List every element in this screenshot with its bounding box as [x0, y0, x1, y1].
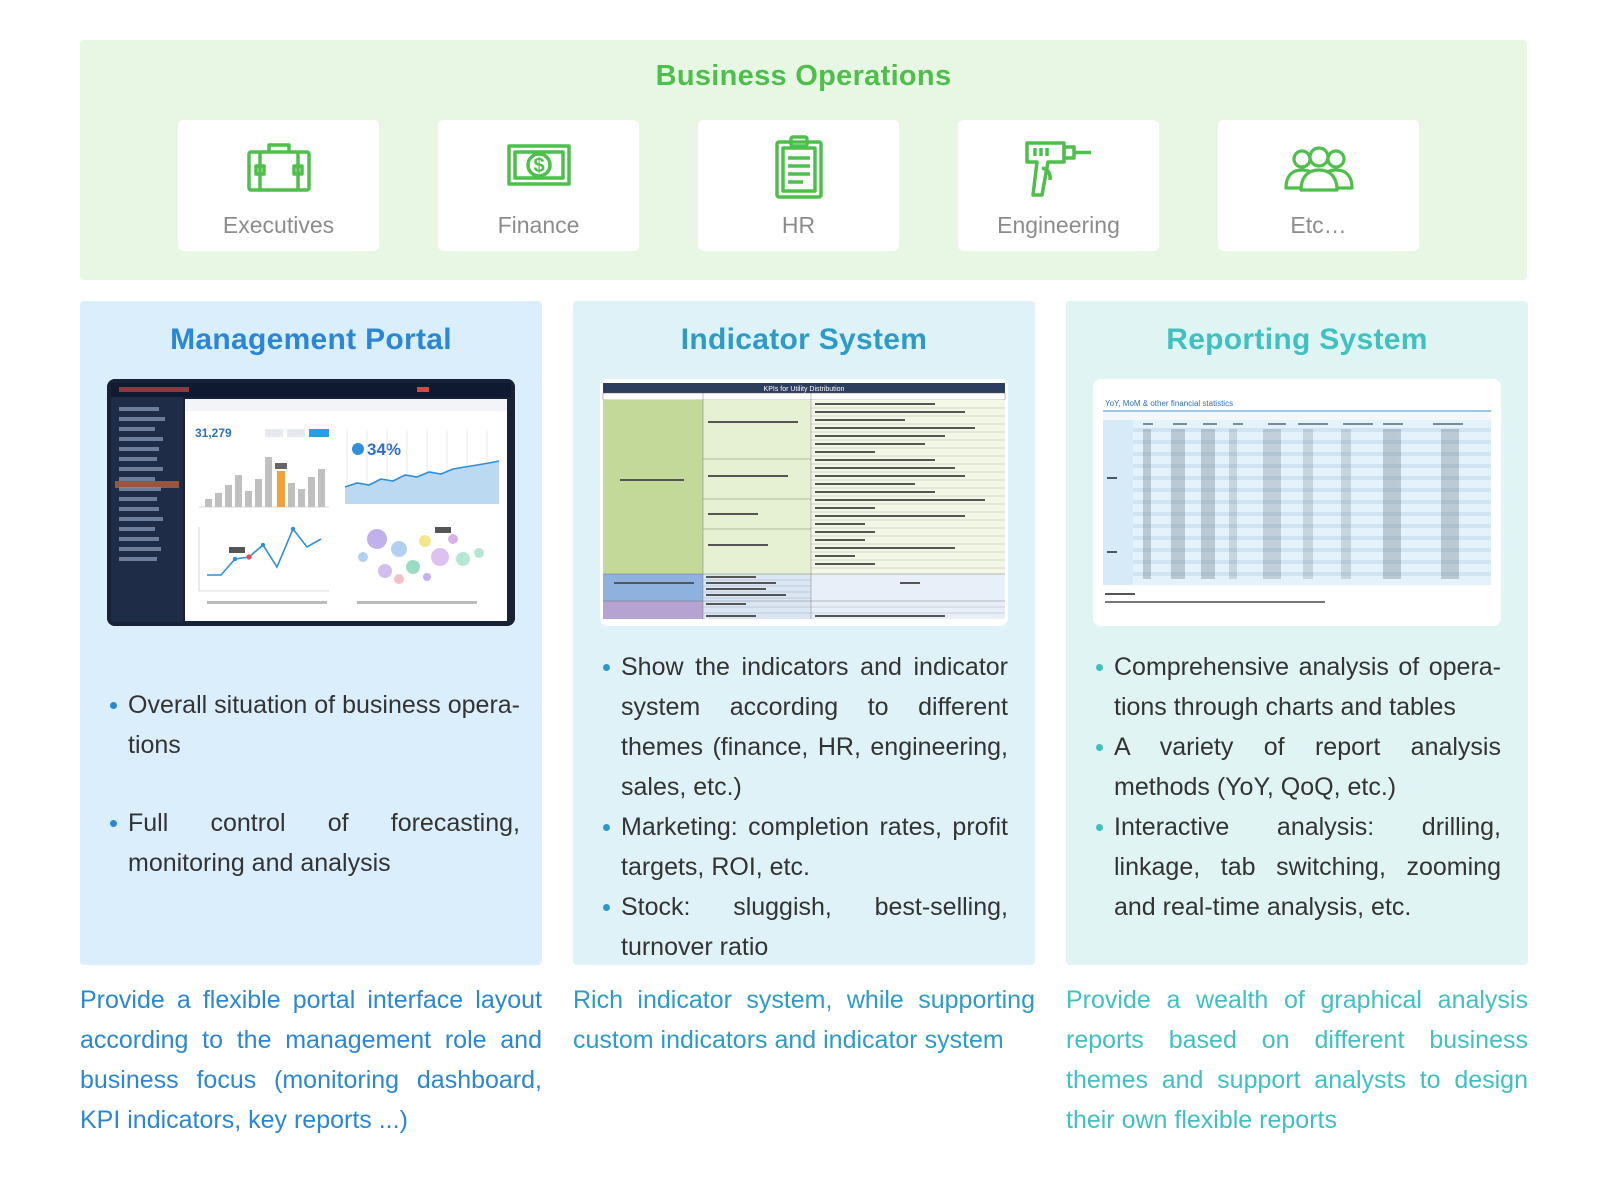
- role-label-etc: Etc…: [1290, 212, 1347, 238]
- indicator-system-title: Indicator System: [680, 323, 928, 356]
- reporting-system-panel: Reporting System YoY, MoM & other financ…: [1066, 301, 1528, 965]
- reporting-system-bullet-3: Interactive analysis: drilling, linkage,…: [1096, 807, 1501, 927]
- management-portal-bullet-2: Full control of forecasting, monitoring …: [110, 803, 520, 883]
- management-portal-title: Management Portal: [170, 323, 452, 356]
- role-card-executives: Executives: [178, 120, 379, 251]
- management-portal-caption: Provide a flexible portal interface layo…: [80, 986, 542, 1134]
- indicator-system-bullet-3: Stock: sluggish, best-selling, turnover …: [603, 887, 1008, 967]
- report-table-thumbnail: YoY, MoM & other financial statistics: [1093, 379, 1501, 626]
- management-portal-panel: Management Portal: [80, 301, 542, 965]
- thumb-kpi-percent: 34%: [367, 440, 401, 459]
- role-card-finance: $ Finance: [438, 120, 639, 251]
- reporting-system-bullet-1: Comprehensive analysis of opera-tions th…: [1096, 647, 1501, 727]
- report-table-title: YoY, MoM & other financial statistics: [1105, 399, 1233, 408]
- reporting-system-bullet-2: A variety of report analysis methods (Yo…: [1096, 727, 1501, 807]
- kpi-table-image: KPIs for Utility Distribution: [602, 383, 1006, 619]
- report-table-image: YoY, MoM & other financial statistics: [1093, 379, 1501, 626]
- dashboard-screenshot-image: 31,279 34%: [107, 379, 515, 626]
- clipboard-icon: [774, 135, 823, 199]
- drill-icon: [1024, 141, 1091, 197]
- thumb-kpi-value: 31,279: [195, 426, 232, 440]
- kpi-table-thumbnail: KPIs for Utility Distribution: [600, 379, 1008, 626]
- role-label-executives: Executives: [222, 212, 335, 238]
- kpi-table-title: KPIs for Utility Distribution: [764, 386, 845, 393]
- briefcase-icon: [246, 143, 311, 192]
- dashboard-screenshot-thumbnail: 31,279 34%: [107, 379, 515, 626]
- reporting-system-caption: Provide a wealth of graphical analysis r…: [1066, 986, 1528, 1134]
- role-card-etc: Etc…: [1218, 120, 1419, 251]
- people-group-icon: [1283, 146, 1354, 192]
- role-label-hr: HR: [781, 212, 816, 238]
- indicator-system-panel: Indicator System KPIs for Utility Distri…: [573, 301, 1035, 965]
- reporting-system-bullets: Comprehensive analysis of opera-tions th…: [1096, 647, 1501, 927]
- role-label-engineering: Engineering: [997, 212, 1120, 238]
- management-portal-bullet-1: Overall situation of business opera-tion…: [110, 685, 520, 765]
- management-portal-bullets: Overall situation of business opera-tion…: [110, 685, 520, 883]
- indicator-system-bullet-1: Show the indicators and indicator system…: [603, 647, 1008, 807]
- role-card-engineering: Engineering: [958, 120, 1159, 251]
- indicator-system-caption: Rich indicator system, while supporting …: [573, 986, 1035, 1054]
- business-operations-panel: Business Operations Executives $ Finance: [80, 40, 1527, 280]
- svg-text:$: $: [533, 155, 544, 177]
- role-card-hr: HR: [698, 120, 899, 251]
- dollar-bill-icon: $: [506, 144, 571, 186]
- reporting-system-title: Reporting System: [1166, 323, 1428, 356]
- indicator-system-bullets: Show the indicators and indicator system…: [603, 647, 1008, 967]
- business-operations-title: Business Operations: [655, 60, 952, 92]
- indicator-system-bullet-2: Marketing: completion rates, profit targ…: [603, 807, 1008, 887]
- role-label-finance: Finance: [497, 212, 580, 238]
